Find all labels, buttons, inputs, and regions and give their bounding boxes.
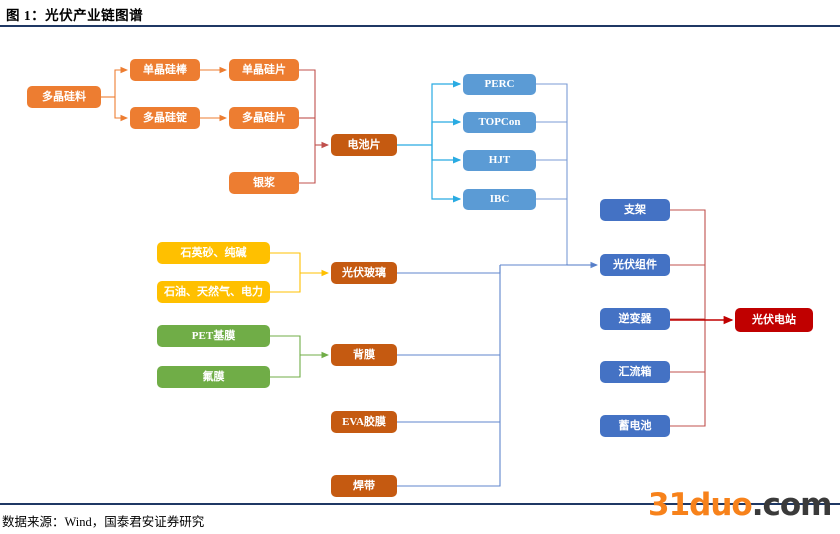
node-pv-module[interactable]: 光伏组件: [600, 254, 670, 276]
node-storage-battery[interactable]: 蓄电池: [600, 415, 670, 437]
source-note: 数据来源：Wind，国泰君安证券研究: [2, 515, 205, 529]
node-pet-base-film[interactable]: PET基膜: [157, 325, 270, 347]
edge-group-power-station: [670, 209, 706, 427]
edge-group-silicon-split: [101, 66, 228, 122]
node-pv-power-station[interactable]: 光伏电站: [735, 308, 813, 332]
connector-lines: [101, 66, 734, 487]
node-oil-gas-power[interactable]: 石油、天然气、电力: [157, 281, 270, 303]
node-solar-cell[interactable]: 电池片: [331, 134, 397, 156]
edge-group-backsheet-inputs: [270, 335, 330, 378]
node-topcon[interactable]: TOPCon: [463, 112, 536, 133]
node-hjt[interactable]: HJT: [463, 150, 536, 171]
edge-group-module-cells: [536, 83, 597, 266]
watermark: 31duo.com: [648, 487, 833, 523]
watermark-tld: .com: [751, 487, 833, 523]
node-quartz-sand-soda[interactable]: 石英砂、纯碱: [157, 242, 270, 264]
node-fluorine-film[interactable]: 氟膜: [157, 366, 270, 388]
node-polysilicon-material[interactable]: 多晶硅料: [27, 86, 101, 108]
footer-divider: [0, 503, 840, 505]
node-combiner-box[interactable]: 汇流箱: [600, 361, 670, 383]
node-poly-silicon-ingot[interactable]: 多晶硅锭: [130, 107, 200, 129]
node-backsheet[interactable]: 背膜: [331, 344, 397, 366]
node-mono-wafer[interactable]: 单晶硅片: [229, 59, 299, 81]
edge-group-cell-types: [397, 80, 462, 203]
node-perc[interactable]: PERC: [463, 74, 536, 95]
node-ribbon[interactable]: 焊带: [331, 475, 397, 497]
watermark-brand: 31duo: [648, 487, 753, 523]
node-ibc[interactable]: IBC: [463, 189, 536, 210]
node-poly-wafer[interactable]: 多晶硅片: [229, 107, 299, 129]
edge-group-glass-inputs: [270, 252, 330, 293]
node-eva-film[interactable]: EVA胶膜: [331, 411, 397, 433]
node-mono-silicon-rod[interactable]: 单晶硅棒: [130, 59, 200, 81]
node-mounting-bracket[interactable]: 支架: [600, 199, 670, 221]
edge-group-module-materials: [397, 261, 599, 487]
node-silver-paste[interactable]: 银浆: [229, 172, 299, 194]
flowchart-canvas: 多晶硅料 单晶硅棒 多晶硅锭 单晶硅片 多晶硅片 银浆 电池片 PERC TOP…: [0, 27, 840, 503]
page-title: 图 1：光伏产业链图谱: [6, 8, 144, 23]
node-inverter[interactable]: 逆变器: [600, 308, 670, 330]
edge-group-cell-inputs: [299, 69, 330, 184]
header-divider: [0, 25, 840, 27]
node-pv-glass[interactable]: 光伏玻璃: [331, 262, 397, 284]
